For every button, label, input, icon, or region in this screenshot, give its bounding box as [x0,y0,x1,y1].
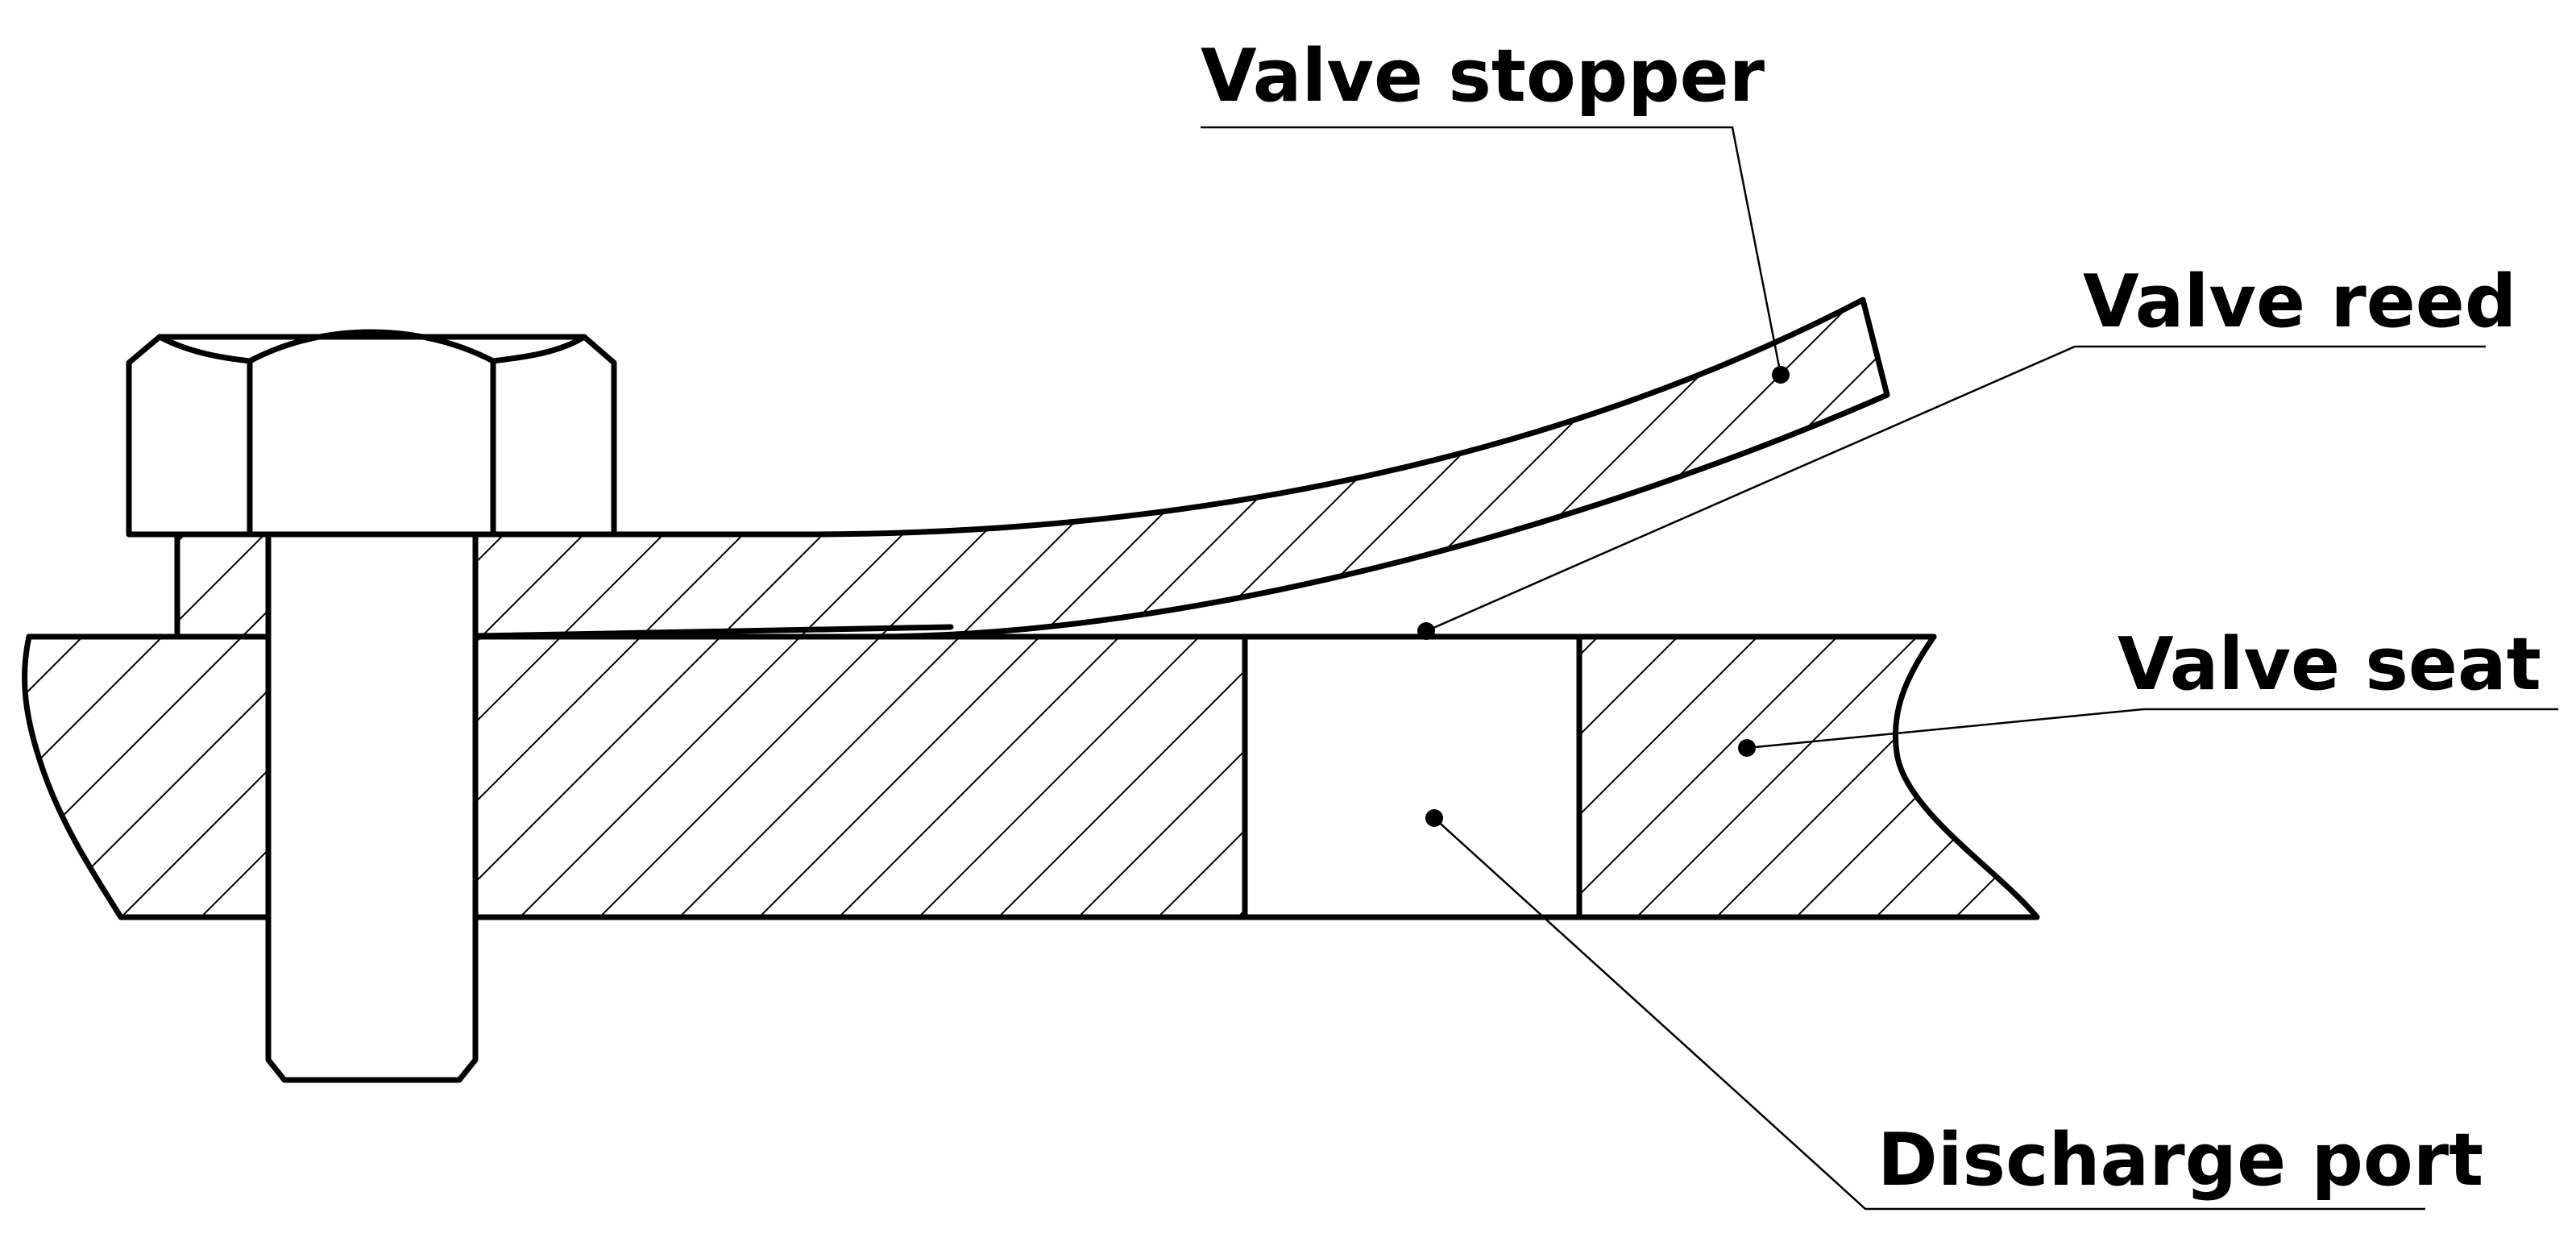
valve-reed-label: Valve reed [2083,260,2516,344]
bolt-hex-head [126,334,617,538]
valve-stopper-label: Valve stopper [1201,34,1765,118]
valve-seat-dot [1738,739,1756,757]
discharge-port-opening [1242,633,1583,920]
valve-reed-dot [1417,622,1435,640]
valve-stopper-leader [1201,126,1782,376]
discharge-port-dot [1425,809,1443,827]
valve-reed-leader [1425,345,2486,633]
discharge-port-label: Discharge port [1877,1118,2483,1202]
bolt-head-chamfer-center [247,329,496,364]
valve-seat-left-block [22,633,1248,920]
bolt-head-chamfer-left [156,334,253,364]
valve-stopper-body [174,297,1890,640]
bolt-head-chamfer-right [490,334,587,364]
valve-seat-right-block [1576,633,2040,920]
valve-stopper-dot [1772,366,1790,384]
valve-seat-leader [1746,708,2558,750]
discharge-port-leader [1433,817,2425,1211]
valve-seat-label: Valve seat [2118,622,2541,707]
bolt-shank [265,531,479,1083]
